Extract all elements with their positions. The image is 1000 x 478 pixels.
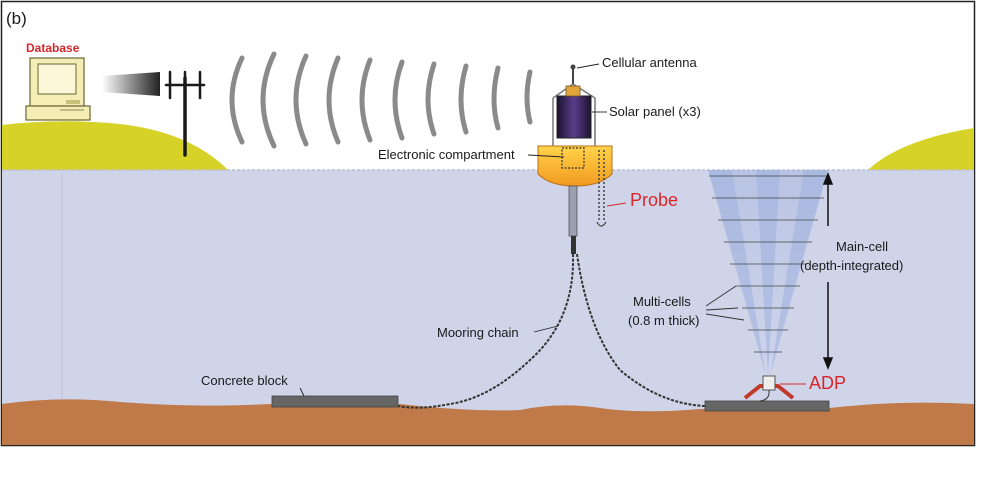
adp-beams — [708, 170, 828, 376]
buoy — [537, 64, 613, 254]
left-hill — [2, 121, 228, 170]
probe-leader — [606, 202, 627, 207]
concrete-block-label: Concrete block — [201, 373, 288, 388]
buoy-float — [537, 145, 613, 187]
mooring-chain — [397, 253, 706, 409]
panel-label: (b) — [6, 9, 27, 28]
leader-lines — [299, 63, 607, 397]
main-cell-label-line2: (depth-integrated) — [800, 258, 903, 273]
multi-cells-label-line2: (0.8 m thick) — [628, 313, 700, 328]
signal-beam — [102, 72, 160, 96]
adp-label: ADP — [809, 373, 846, 393]
concrete-block-left — [271, 395, 399, 408]
multi-cells-label-line1: Multi-cells — [633, 294, 691, 309]
electronic-compartment-box — [561, 147, 585, 169]
probe-label: Probe — [630, 190, 678, 210]
adp-cell-lines — [709, 175, 827, 353]
database-label: Database — [26, 41, 80, 55]
main-cell-label-line1: Main-cell — [836, 239, 888, 254]
adp-instrument — [743, 375, 795, 402]
database-computer-icon — [25, 57, 91, 121]
solar-panel-label: Solar panel (x3) — [609, 104, 701, 119]
solar-panel — [556, 95, 592, 139]
cell-tower-icon — [164, 70, 206, 157]
cellular-antenna-label: Cellular antenna — [602, 55, 697, 70]
radio-wave-arcs — [229, 51, 533, 149]
main-cell-arrow — [822, 171, 834, 371]
mooring-chain-label: Mooring chain — [437, 325, 519, 340]
multi-cells-pointers — [705, 285, 745, 321]
right-hill — [868, 128, 974, 170]
electronic-compartment-label: Electronic compartment — [378, 147, 515, 162]
concrete-block-right — [704, 400, 830, 412]
